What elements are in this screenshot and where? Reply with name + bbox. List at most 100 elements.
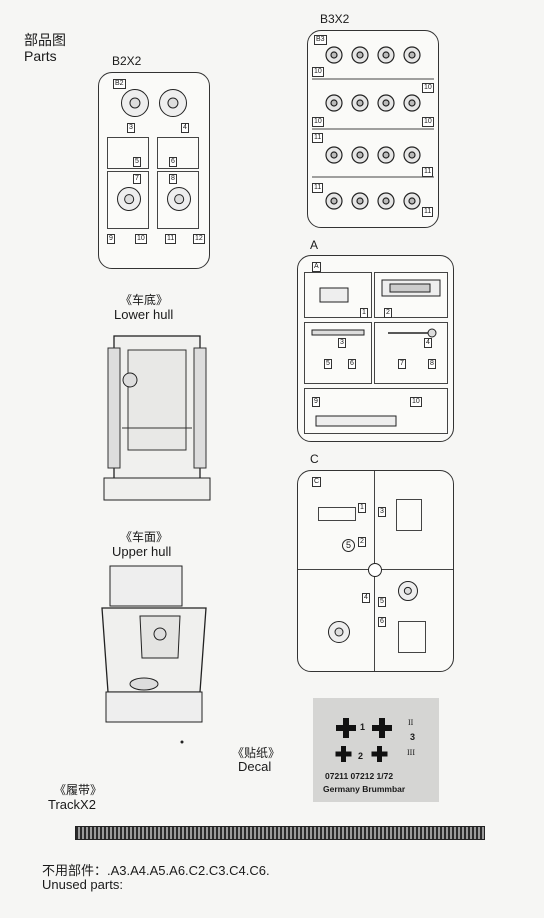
b2-part-10: 10 xyxy=(135,234,147,244)
sprue-b2-label: B2X2 xyxy=(112,54,142,68)
b2-part-6: 6 xyxy=(169,157,177,167)
a-barrel-drawing xyxy=(311,329,365,336)
b3-part-10a: 10 xyxy=(312,67,324,77)
unused-parts-en: Unused parts: xyxy=(42,877,123,892)
page-title-en: Parts xyxy=(24,48,57,64)
a-part-9: 9 xyxy=(312,397,320,407)
c-part-5: 5 xyxy=(378,597,386,607)
decal-num-3: 3 xyxy=(410,732,416,742)
c-part-4: 4 xyxy=(362,593,370,603)
b2-sprocket-wheel xyxy=(121,89,149,117)
a-rod-drawing xyxy=(388,328,437,338)
c-part-3: 3 xyxy=(378,507,386,517)
b3-wheel-hub xyxy=(408,51,416,59)
a-hull-part-drawing xyxy=(381,279,441,297)
b3-wheel-hub xyxy=(356,99,364,107)
b2-cell-7 xyxy=(107,171,149,229)
a-part-4: 4 xyxy=(424,338,432,348)
sprue-b2-tag: B2 xyxy=(113,79,126,89)
c-part-6: 6 xyxy=(378,617,386,627)
b3-wheel-grid xyxy=(312,46,434,210)
b2-part-7: 7 xyxy=(133,174,141,184)
a-part-6: 6 xyxy=(348,359,356,369)
track-cn: 《履带》 xyxy=(54,783,103,797)
decal-code: 07211 07212 1/72 xyxy=(325,771,394,781)
decal-num-1: 1 xyxy=(360,722,366,732)
page-title-cn: 部品图 xyxy=(24,32,66,48)
b2-part-8: 8 xyxy=(169,174,177,184)
upper-hull-en: Upper hull xyxy=(112,544,172,559)
track-strip xyxy=(75,826,485,840)
cross-decals xyxy=(335,718,392,762)
b3-part-11b: 11 xyxy=(422,167,434,177)
upper-hull-drawing xyxy=(101,565,207,744)
b3-wheel-hub xyxy=(330,151,338,159)
a-part-3: 3 xyxy=(338,338,346,348)
c-panel-1 xyxy=(318,507,356,521)
b2-part-11: 11 xyxy=(165,234,177,244)
b3-part-11d: 11 xyxy=(422,207,434,217)
b3-part-11c: 11 xyxy=(312,183,324,193)
decal-num-2: 2 xyxy=(358,751,364,761)
b3-part-11a: 11 xyxy=(312,133,324,143)
b3-part-10c: 10 xyxy=(312,117,324,127)
b2-part-5: 5 xyxy=(133,157,141,167)
sprue-b3-tag: B3 xyxy=(314,35,327,45)
b3-wheel-hub xyxy=(356,151,364,159)
lower-hull-cn: 《车底》 xyxy=(120,293,169,307)
b3-wheel-hub xyxy=(330,51,338,59)
lower-hull-en: Lower hull xyxy=(114,307,174,322)
a-part-2: 2 xyxy=(384,308,392,318)
sprue-b2: B2 3 4 5 6 7 8 9 10 11 12 xyxy=(98,72,210,269)
b2-part-4: 4 xyxy=(181,123,189,133)
b3-wheel-hub xyxy=(408,197,416,205)
b2-cell-5 xyxy=(107,137,149,169)
a-part-1: 1 xyxy=(360,308,368,318)
b3-part-10b: 10 xyxy=(422,83,434,93)
a-small-part-drawing xyxy=(319,287,349,303)
b3-wheel-hub xyxy=(330,197,338,205)
c-round-hatch xyxy=(328,621,350,643)
a-part-5: 5 xyxy=(324,359,332,369)
b3-wheel-hub xyxy=(356,197,364,205)
b2-drive-wheel xyxy=(159,89,187,117)
b3-wheel-hub xyxy=(408,151,416,159)
sprue-c-tag: C xyxy=(312,477,322,487)
sprue-a-label: A xyxy=(310,238,319,252)
c-panel-6 xyxy=(398,621,426,653)
decal-name: Germany Brummbar xyxy=(323,784,406,794)
sprue-c: C 1 2 3 5 4 5 6 xyxy=(297,470,454,672)
b3-wheel-hub xyxy=(382,197,390,205)
upper-hull-cn: 《车面》 xyxy=(120,530,169,544)
a-part-8: 8 xyxy=(428,359,436,369)
b2-part-3: 3 xyxy=(127,123,135,133)
c-part-1: 1 xyxy=(358,503,366,513)
a-long-part-drawing xyxy=(315,415,397,427)
decal-cn: 《贴纸》 xyxy=(232,746,281,760)
a-part-10: 10 xyxy=(410,397,422,407)
decal-en: Decal xyxy=(238,759,272,774)
sprue-a: A 1 2 3 4 5 6 7 8 9 10 xyxy=(297,255,454,442)
b3-wheel-hub xyxy=(382,51,390,59)
sprue-b3: B3 10 10 10 10 11 11 11 11 xyxy=(307,30,439,228)
b2-part-9: 9 xyxy=(107,234,115,244)
b3-wheel-hub xyxy=(382,99,390,107)
track-en: TrackX2 xyxy=(48,797,96,812)
unused-parts-cn: 不用部件：.A3.A4.A5.A6.C2.C3.C4.C6. xyxy=(42,863,270,878)
c-part-2: 2 xyxy=(358,537,366,547)
a-part-7: 7 xyxy=(398,359,406,369)
sprue-a-tag: A xyxy=(312,262,321,272)
c-circled-part-5: 5 xyxy=(342,539,355,552)
b3-wheel-hub xyxy=(330,99,338,107)
sprue-b3-label: B3X2 xyxy=(320,12,350,26)
c-panel-3 xyxy=(396,499,422,531)
b2-part-12: 12 xyxy=(193,234,205,244)
decal-sheet: 1 2 3 II III 07211 07212 1/72 Germany Br… xyxy=(313,698,439,802)
b3-wheel-hub xyxy=(408,99,416,107)
b3-wheel-hub xyxy=(356,51,364,59)
lower-hull-drawing xyxy=(103,335,211,501)
b3-part-10d: 10 xyxy=(422,117,434,127)
decal-roman-2: II xyxy=(408,718,414,727)
sprue-c-label: C xyxy=(310,452,319,466)
b3-wheel-hub xyxy=(382,151,390,159)
